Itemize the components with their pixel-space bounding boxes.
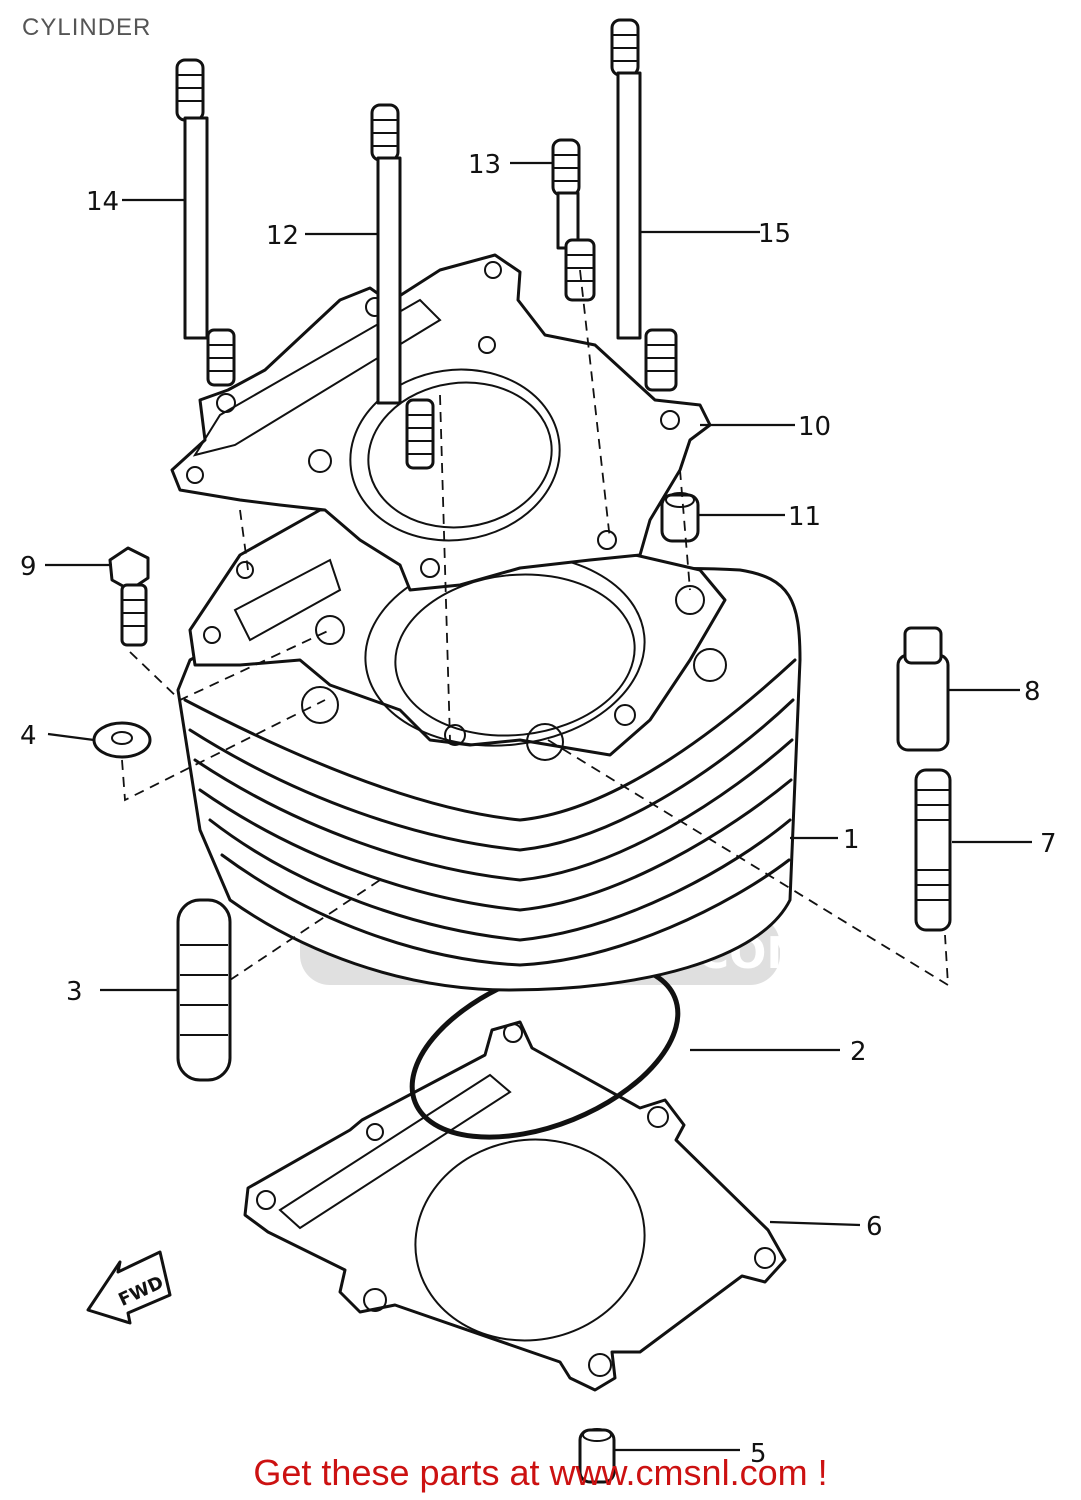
callout-3: 3 (66, 977, 83, 1007)
bolt-9 (108, 546, 150, 647)
washer-4 (92, 721, 152, 759)
stud-7 (914, 768, 952, 932)
dowel-3 (176, 898, 232, 1082)
callout-4: 4 (20, 721, 37, 751)
callout-6: 6 (866, 1212, 883, 1242)
callout-2: 2 (850, 1037, 867, 1067)
callout-5: 5 (750, 1439, 767, 1469)
footer-promo-link[interactable]: Get these parts at www.cmsnl.com ! (253, 1452, 828, 1493)
callout-7: 7 (1040, 829, 1057, 859)
callout-14: 14 (86, 187, 119, 217)
callout-15: 15 (758, 219, 791, 249)
leader-lines (45, 161, 1032, 1452)
callout-labels: 1 2 3 4 5 6 7 8 9 10 11 12 13 14 15 (20, 150, 1057, 1469)
stud-14 (175, 58, 236, 387)
alignment-lines (121, 269, 950, 987)
head-gasket (170, 253, 712, 592)
callout-12: 12 (266, 221, 299, 251)
callout-10: 10 (798, 412, 831, 442)
fwd-arrow-icon: FWD (86, 1250, 172, 1325)
page-title: CYLINDER (22, 14, 152, 41)
dowel-11 (660, 492, 700, 543)
callout-1: 1 (843, 825, 860, 855)
callout-13: 13 (468, 150, 501, 180)
dowel-8 (896, 626, 950, 752)
stud-13 (551, 138, 596, 302)
callout-8: 8 (1024, 677, 1041, 707)
stud-12 (370, 103, 435, 470)
callout-11: 11 (788, 502, 821, 532)
base-gasket (243, 1020, 787, 1392)
stud-15 (610, 18, 678, 392)
dowel-5 (578, 1428, 616, 1484)
callout-9: 9 (20, 552, 37, 582)
